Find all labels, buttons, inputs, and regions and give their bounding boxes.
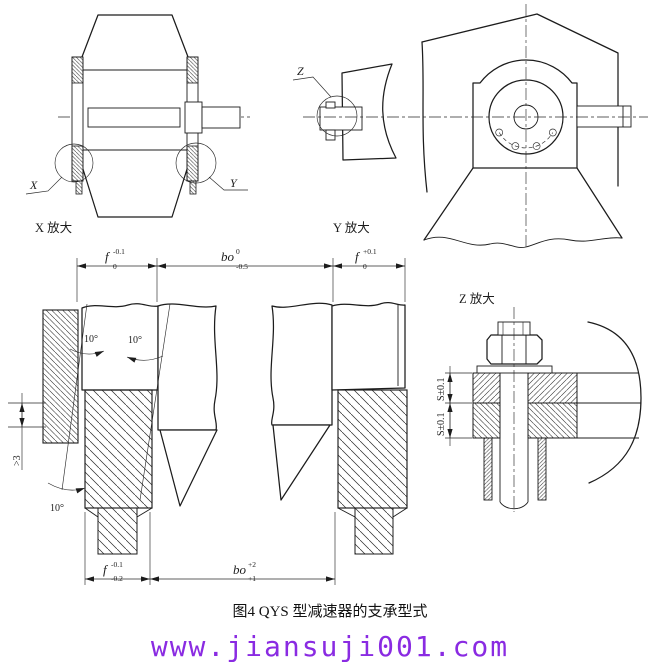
hex-nut <box>486 334 543 365</box>
dim-f-top-left-base: f <box>105 249 111 264</box>
figure-caption: 图4 QYS 型减速器的支承型式 <box>232 603 427 620</box>
left-flange-section <box>71 56 84 195</box>
side-view-caption: X 放大 <box>35 220 72 235</box>
lower-flange-left <box>472 402 501 439</box>
dim-bo-top-base: bo <box>221 249 235 264</box>
gap-dimension-label: >3 <box>12 455 23 466</box>
housing-break-curve <box>587 321 642 484</box>
angle-arc-bottom <box>47 482 86 494</box>
stub-key-top <box>325 101 336 109</box>
angle-label-bottom: 10° <box>50 503 64 514</box>
stub-shaft <box>319 106 363 131</box>
angle-label-top-right: 10° <box>128 335 142 346</box>
watermark-link[interactable]: www.jiansuji001.com <box>151 630 509 662</box>
bolt-tip-chamfer <box>502 322 524 335</box>
upper-flange-left <box>472 372 501 404</box>
right-stem-chamfer <box>337 507 408 518</box>
upper-flange-right <box>527 372 578 404</box>
shaft-step <box>184 101 203 134</box>
dim-f-bottom-sub: -0.2 <box>111 574 123 583</box>
angle-label-top-left: 10° <box>84 334 98 345</box>
bolt-hole <box>548 128 557 137</box>
left-lug-stem <box>97 507 138 555</box>
angle-arc-top-right <box>126 355 164 363</box>
left-tooth-wedge <box>159 429 218 507</box>
housing-bottom-break-line <box>423 236 623 249</box>
s-dimension-lower: S±0.1 <box>436 412 447 436</box>
lower-flange-right <box>527 402 578 439</box>
dim-bo-bottom-sup: +2 <box>248 560 256 569</box>
support-section-view: 10° 10° 10° f -0.1 0 bo 0 -0.5 f +0.1 0 … <box>8 247 408 585</box>
y-callout-label: Y <box>230 176 238 190</box>
right-fork <box>331 301 406 391</box>
left-fork <box>81 303 159 391</box>
x-callout-label: X <box>29 178 38 192</box>
left-lug-section <box>84 389 153 509</box>
dim-bo-top-sub: -0.5 <box>236 262 248 271</box>
front-housing-view: Z Y 放大 <box>292 4 648 250</box>
dim-bo-bottom-sub: +1 <box>248 574 256 583</box>
z-callout-leader <box>292 76 332 98</box>
bolt-hole <box>511 142 520 150</box>
right-lug-stem <box>354 507 394 555</box>
z-detail-view: Z 放大 S±0.1 S±0.1 <box>436 291 642 512</box>
bolt-hole <box>532 142 541 150</box>
hex-nut-facets <box>501 335 527 364</box>
shaft-end <box>201 106 241 129</box>
dim-f-bottom-sup: -0.1 <box>111 560 123 569</box>
sleeve-left <box>483 437 493 501</box>
bolt-shank-end <box>499 501 529 510</box>
left-stem-chamfer <box>84 507 153 518</box>
bolt-circle-arc <box>498 132 554 149</box>
x-callout-leader <box>25 176 63 195</box>
side-flange-piece <box>341 63 397 161</box>
z-callout-label: Z <box>297 64 304 78</box>
dim-f-top-left-sub: 0 <box>113 262 117 271</box>
sleeve-right <box>537 437 547 501</box>
washer <box>476 365 553 374</box>
detail-callout-circle-z <box>316 95 358 137</box>
right-housing-body <box>270 302 333 426</box>
support-plate-section <box>42 309 79 444</box>
side-assembly-view: X Y X 放大 <box>25 14 250 235</box>
dim-f-top-right-base: f <box>355 249 361 264</box>
gap-dimension: >3 <box>8 393 46 470</box>
right-lug-section <box>337 389 408 509</box>
angle-arc-top-left <box>69 348 105 357</box>
dim-f-top-right-sub: 0 <box>363 262 367 271</box>
taper-lines <box>61 303 171 501</box>
dim-bo-top-sup: 0 <box>236 247 240 256</box>
detail-callout-circle-x <box>54 143 94 183</box>
dim-f-top-right-sup: +0.1 <box>363 247 377 256</box>
housing-edge-lines <box>577 372 641 439</box>
s-dimension-group: S±0.1 S±0.1 <box>436 366 472 446</box>
housing-skirt <box>423 167 623 241</box>
through-shaft <box>87 107 181 128</box>
front-view-caption: Y 放大 <box>333 220 370 235</box>
dim-f-top-left-sup: -0.1 <box>113 247 125 256</box>
y-callout-leader <box>208 176 248 191</box>
output-shaft <box>576 105 632 128</box>
housing-left-edge <box>421 41 428 193</box>
z-detail-caption: Z 放大 <box>459 291 495 306</box>
s-dimension-upper: S±0.1 <box>436 377 447 401</box>
right-tooth-wedge <box>272 424 331 501</box>
dim-bo-bottom-base: bo <box>233 562 247 577</box>
detail-callout-circle-y <box>175 142 217 184</box>
wheel-rim-lines <box>77 69 193 151</box>
dim-f-bottom-base: f <box>103 562 109 577</box>
bottom-dimension-chain: f -0.1 -0.2 bo +2 +1 <box>84 512 336 585</box>
bolt-hole <box>495 128 504 137</box>
top-dimension-chain: f -0.1 0 bo 0 -0.5 f +0.1 0 <box>76 247 406 302</box>
left-housing-body <box>157 303 218 431</box>
